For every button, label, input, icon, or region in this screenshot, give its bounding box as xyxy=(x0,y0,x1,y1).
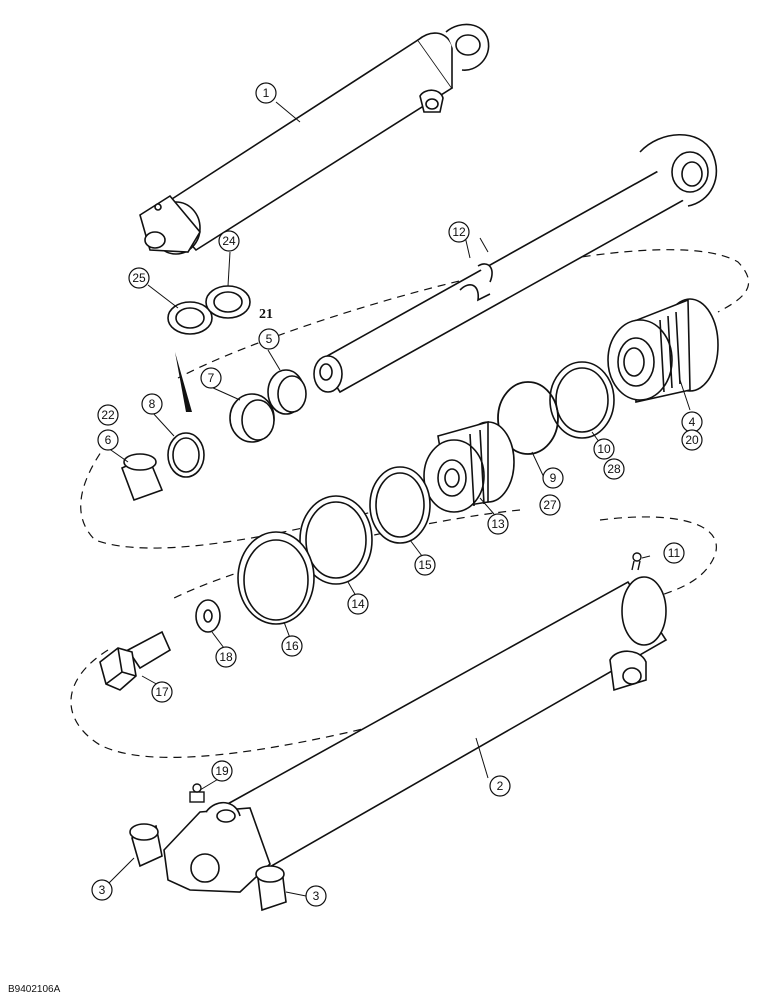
bushing-7 xyxy=(229,393,275,443)
callout-27: 27 xyxy=(543,498,557,512)
callout-21-bold: 21 xyxy=(259,307,273,322)
callout-16: 16 xyxy=(285,639,299,653)
grease-fitting-19 xyxy=(189,783,205,803)
callout-11: 11 xyxy=(668,546,681,560)
piston-ring-15 xyxy=(369,466,431,544)
cylinder-tube-top xyxy=(139,23,490,255)
callout-25: 25 xyxy=(132,271,146,285)
gland-head xyxy=(607,298,719,403)
callout-labels: 1 2 3 3 4 5 6 7 8 9 10 11 12 13 14 15 16… xyxy=(99,86,699,903)
piston-ring-14 xyxy=(299,495,373,585)
callout-10: 10 xyxy=(597,442,611,456)
callout-9: 9 xyxy=(550,471,557,485)
wiper-seal-wedge xyxy=(175,352,192,412)
callout-7: 7 xyxy=(208,371,215,385)
callout-13: 13 xyxy=(491,517,505,531)
callout-2: 2 xyxy=(497,779,504,793)
backup-ring xyxy=(549,361,615,439)
ring-8 xyxy=(167,432,205,478)
callout-6: 6 xyxy=(105,433,112,447)
callout-3-right: 3 xyxy=(313,889,320,903)
cylinder-barrel-bottom xyxy=(163,576,668,893)
piston-ring-16 xyxy=(237,531,315,625)
seal-24 xyxy=(205,285,251,319)
callout-20: 20 xyxy=(685,433,699,447)
callout-19: 19 xyxy=(215,764,229,778)
bolt xyxy=(99,630,172,691)
callout-circles xyxy=(91,82,703,907)
seal-25 xyxy=(167,301,213,335)
piston-rod xyxy=(313,133,718,394)
washer xyxy=(195,599,221,633)
bushing-3-left xyxy=(129,823,163,868)
callout-14: 14 xyxy=(351,597,365,611)
callout-4: 4 xyxy=(689,415,696,429)
bushing-3-right xyxy=(255,865,287,912)
bushing-6 xyxy=(120,453,164,502)
callout-24: 24 xyxy=(222,234,236,248)
o-ring xyxy=(497,381,559,455)
grease-fitting-11 xyxy=(631,552,642,571)
drawing-code: B9402106A xyxy=(8,984,61,995)
callout-12: 12 xyxy=(452,225,466,239)
callout-5: 5 xyxy=(266,332,273,346)
callout-18: 18 xyxy=(219,650,233,664)
bushing-5 xyxy=(267,369,307,415)
callout-1: 1 xyxy=(263,86,270,100)
callout-17: 17 xyxy=(155,685,169,699)
callout-15: 15 xyxy=(418,558,432,572)
piston xyxy=(423,420,515,513)
callout-3-left: 3 xyxy=(99,883,106,897)
callout-8: 8 xyxy=(149,397,156,411)
callout-22: 22 xyxy=(101,408,115,422)
callout-28: 28 xyxy=(607,462,621,476)
